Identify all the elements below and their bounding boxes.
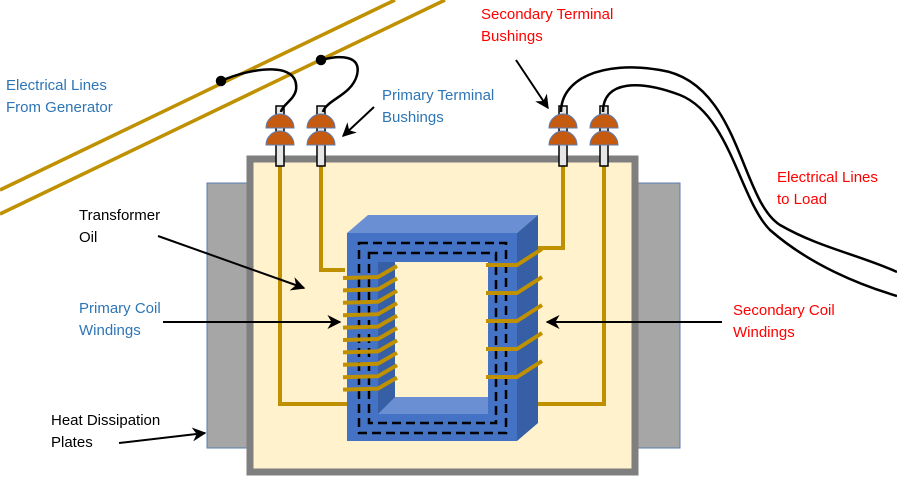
heat-plate-left <box>206 182 249 449</box>
heat-plate-right <box>637 182 681 449</box>
primary-winding-turn <box>342 351 399 367</box>
load-lines <box>559 66 897 298</box>
generator-connection-wires <box>215 54 359 113</box>
primary-winding-turn <box>342 313 399 330</box>
primary-terminal-bushing <box>265 105 295 167</box>
label-primary-coil: Primary Coil Windings <box>79 300 161 339</box>
label-arrows <box>118 59 722 444</box>
primary-winding-turn <box>342 338 399 355</box>
label-generator-lines: Electrical Lines From Generator <box>6 77 113 116</box>
primary-winding-turn <box>342 264 399 280</box>
secondary-winding-turn <box>486 275 544 295</box>
secondary-winding-turn <box>486 247 544 267</box>
secondary-terminal-bushing <box>548 105 578 167</box>
generator-lines <box>0 0 446 216</box>
label-transformer-oil: Transformer Oil <box>79 207 161 246</box>
iron-core <box>347 215 538 441</box>
secondary-winding-turn <box>486 359 544 379</box>
primary-winding-turn <box>342 326 399 342</box>
primary-winding-turn <box>342 289 399 305</box>
label-secondary-coil: Secondary Coil Windings <box>733 302 835 341</box>
secondary-coil-windings <box>486 247 544 379</box>
secondary-winding-turn <box>486 303 544 323</box>
primary-terminal-bushing <box>306 105 336 167</box>
primary-winding-turn <box>342 276 399 293</box>
secondary-winding-turn <box>486 331 544 351</box>
label-primary-bushings: Primary Terminal Bushings <box>382 87 495 126</box>
label-heat-plates: Heat Dissipation Plates <box>51 412 161 451</box>
secondary-terminal-bushing <box>589 105 619 167</box>
primary-leads <box>278 162 378 406</box>
label-secondary-bushings: Secondary Terminal Bushings <box>481 6 614 45</box>
label-load-lines: Electrical Lines to Load <box>777 169 878 208</box>
primary-winding-turn <box>342 301 399 318</box>
primary-winding-turn <box>342 375 399 392</box>
primary-coil-windings <box>342 264 399 392</box>
primary-winding-turn <box>342 363 399 380</box>
